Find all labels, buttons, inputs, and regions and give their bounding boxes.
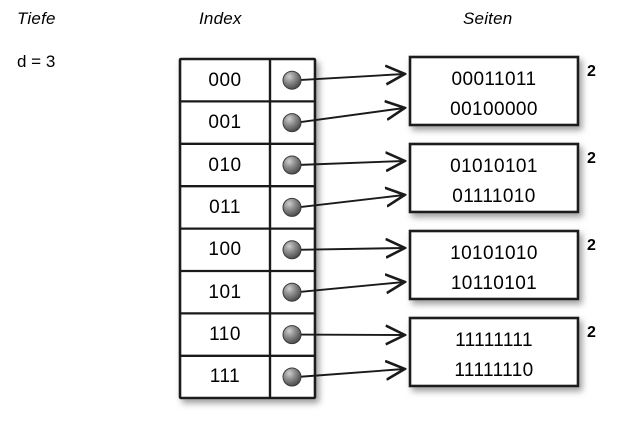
- pointer-arrow: [296, 161, 404, 165]
- pointer-arrow: [296, 108, 404, 124]
- column-heading-pages: Seiten: [463, 9, 513, 28]
- page-record: 10101010: [450, 243, 538, 264]
- page-box[interactable]: [408, 229, 580, 301]
- pointer-dot[interactable]: [282, 155, 302, 175]
- index-key-000: 000: [208, 70, 242, 91]
- column-heading-index: Index: [199, 9, 242, 28]
- pointer-arrow: [296, 369, 404, 377]
- page-local-depth: 2: [587, 237, 596, 254]
- page-box[interactable]: [408, 55, 580, 127]
- page-record: 01111010: [452, 186, 536, 207]
- index-key-010: 010: [208, 155, 242, 176]
- index-key-111: 111: [209, 366, 241, 387]
- page-record: 00100000: [450, 99, 538, 120]
- index-key-110: 110: [209, 324, 241, 345]
- depth-value-label: d = 3: [17, 52, 56, 71]
- pointer-arrow: [296, 248, 404, 250]
- page-record: 10110101: [450, 273, 538, 294]
- pointer-dot[interactable]: [282, 197, 302, 217]
- pointer-dots: [282, 70, 302, 387]
- pointer-dot[interactable]: [282, 240, 302, 260]
- page-boxes: [408, 55, 580, 388]
- pointer-dot[interactable]: [282, 367, 302, 387]
- page-box[interactable]: [408, 316, 580, 388]
- page-local-depth: 2: [587, 324, 596, 341]
- pointer-arrow: [296, 74, 404, 80]
- page-record: 11111110: [454, 360, 534, 381]
- index-key-001: 001: [208, 112, 242, 133]
- page-record: 01010101: [450, 156, 538, 177]
- index-table: [178, 57, 317, 400]
- page-record: 11111111: [455, 330, 533, 351]
- pointer-dot[interactable]: [282, 70, 302, 90]
- page-local-depth: 2: [587, 150, 596, 167]
- page-box[interactable]: [408, 142, 580, 214]
- page-record: 00011011: [451, 69, 537, 90]
- index-key-100: 100: [208, 239, 242, 260]
- pointer-dot[interactable]: [282, 325, 302, 345]
- pointer-arrow: [296, 195, 404, 209]
- index-key-101: 101: [208, 282, 242, 303]
- index-key-011: 011: [209, 197, 241, 218]
- pointer-dot[interactable]: [282, 113, 302, 133]
- pointer-dot[interactable]: [282, 282, 302, 302]
- pointer-arrow: [296, 282, 404, 292]
- pointer-arrows: [296, 74, 404, 377]
- page-local-depth: 2: [587, 63, 596, 80]
- column-heading-depth: Tiefe: [17, 9, 56, 28]
